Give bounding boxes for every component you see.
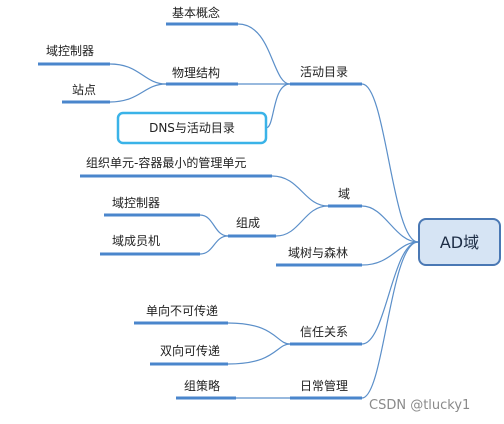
tree-forest-branch: 域树与森林	[288, 245, 348, 260]
root-connectors	[361, 83, 419, 399]
root-box	[418, 218, 501, 266]
node-member-machine: 域成员机	[112, 234, 160, 248]
node-physical-structure: 物理结构	[172, 65, 220, 80]
active-directory-branch: 基本概念 物理结构 域控制器 站点 活动目录 DNS与活动目录	[46, 5, 348, 145]
node-composition-dc: 域控制器	[112, 196, 160, 210]
node-composition: 组成	[236, 216, 260, 230]
node-one-way: 单向不可传递	[146, 303, 218, 318]
trust-branch: 单向不可传递 双向可传递 信任关系	[146, 303, 348, 358]
daily-management-branch: 组策略 日常管理	[184, 378, 348, 393]
node-underlines	[38, 22, 362, 400]
node-physical-dc: 域控制器	[46, 44, 94, 58]
node-dns-and-ad: DNS与活动目录	[149, 121, 235, 135]
node-tree-and-forest: 域树与森林	[288, 245, 348, 260]
root-node: AD域	[418, 218, 501, 266]
node-daily-management: 日常管理	[300, 378, 348, 393]
node-org-unit: 组织单元-容器最小的管理单元	[86, 155, 246, 170]
node-active-directory: 活动目录	[300, 65, 348, 79]
trust-connectors	[227, 322, 291, 399]
active-directory-connectors	[109, 23, 291, 129]
node-domain: 域	[338, 187, 350, 201]
node-group-policy: 组策略	[184, 378, 220, 393]
dns-highlight-box	[116, 111, 268, 145]
domain-branch: 组织单元-容器最小的管理单元 域 域控制器 域成员机 组成	[86, 155, 350, 248]
node-site: 站点	[72, 83, 96, 97]
domain-connectors	[199, 175, 329, 255]
node-basic-concepts: 基本概念	[172, 5, 220, 20]
watermark: CSDN @tlucky1	[369, 398, 470, 413]
node-two-way: 双向可传递	[160, 343, 220, 358]
node-trust: 信任关系	[300, 325, 348, 339]
root-label: AD域	[440, 233, 479, 252]
